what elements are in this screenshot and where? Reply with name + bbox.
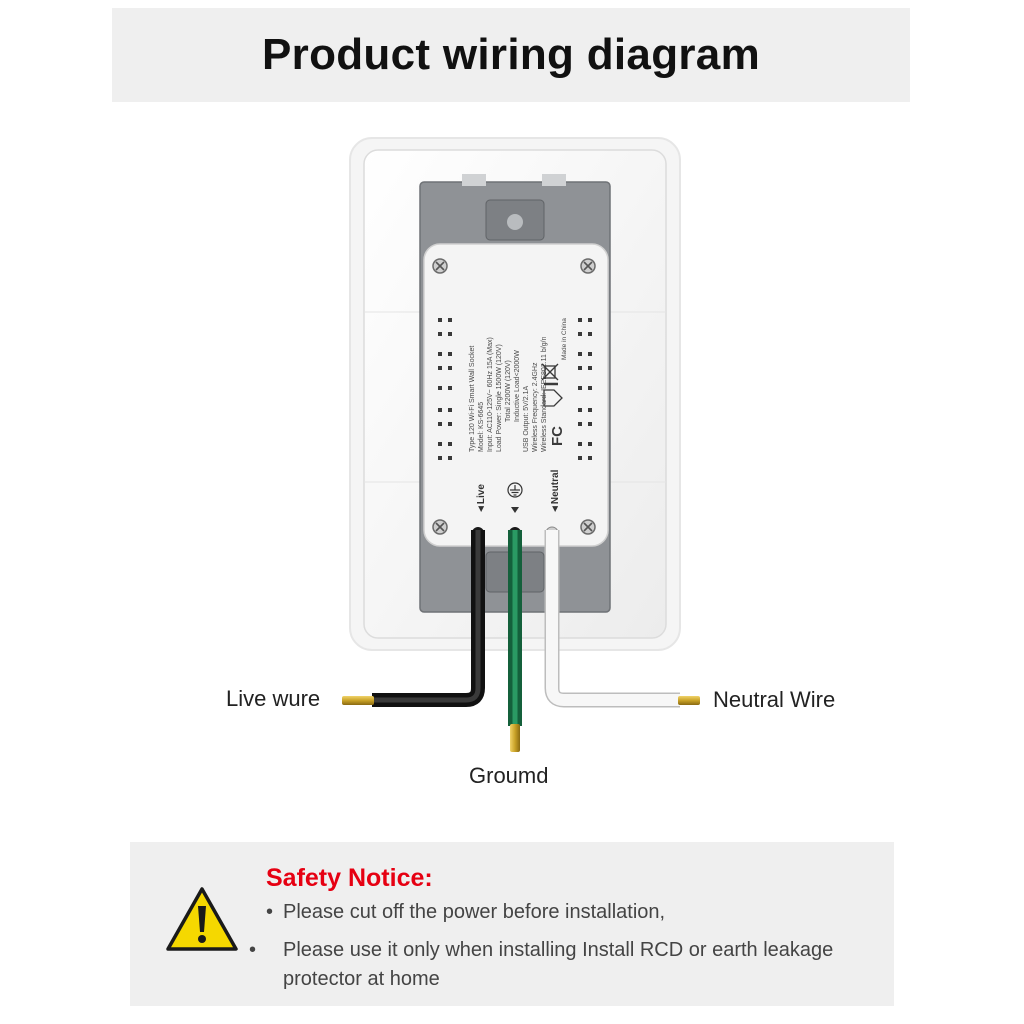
safety-notice: Safety Notice: •Please cut off the power… <box>130 842 894 1006</box>
svg-text:◄Neutral: ◄Neutral <box>550 469 561 514</box>
vent-holes <box>438 318 592 460</box>
live-wire-label: Live wure <box>226 686 321 711</box>
spec-line: Total 2200W (120V) <box>505 360 512 422</box>
header-banner: Product wiring diagram <box>112 8 910 102</box>
bullet: • <box>249 939 257 961</box>
svg-text:Made in China: Made in China <box>561 318 568 360</box>
terminal-ground-symbol <box>507 482 523 498</box>
live-wire-tip <box>342 696 374 705</box>
fcc-mark: FC <box>549 426 566 446</box>
terminal-live-label: ◄Live <box>476 484 487 514</box>
spec-line: Type 120 Wi-Fi Smart Wall Socket <box>469 346 476 452</box>
spec-line: Wireless Frequency: 2.4GHz <box>532 362 539 452</box>
terminal-neutral-label: ◄Neutral <box>550 469 561 514</box>
page-title: Product wiring diagram <box>262 30 760 79</box>
spec-line: Input: AC110-125V~ 60Hz 15A (Max) <box>487 337 494 452</box>
recycle-bin-icon <box>541 363 559 386</box>
house-icon <box>543 389 563 407</box>
ground-wire-tip <box>510 724 520 752</box>
spec-line: Model: KS-6645 <box>478 402 485 452</box>
safety-item: •Please use it only when installing Inst… <box>249 936 893 994</box>
neutral-wire-label: Neutral Wire <box>713 687 836 712</box>
svg-text:◄Live: ◄Live <box>476 484 487 514</box>
safety-item: •Please cut off the power before install… <box>266 898 876 927</box>
spec-line: Inductive Load<2000W <box>514 350 521 422</box>
neutral-wire-tip <box>678 696 700 705</box>
warning-icon <box>166 887 238 951</box>
made-in-label: Made in China <box>561 318 568 360</box>
bullet: • <box>266 901 274 923</box>
spec-line: Load Power: Single 1500W (120V) <box>496 344 503 452</box>
svg-text:FC: FC <box>549 426 566 446</box>
ground-wire-label: Groumd <box>469 763 549 788</box>
safety-title: Safety Notice: <box>266 864 433 892</box>
spec-line: USB Output: 5V/2.1A <box>523 386 530 452</box>
